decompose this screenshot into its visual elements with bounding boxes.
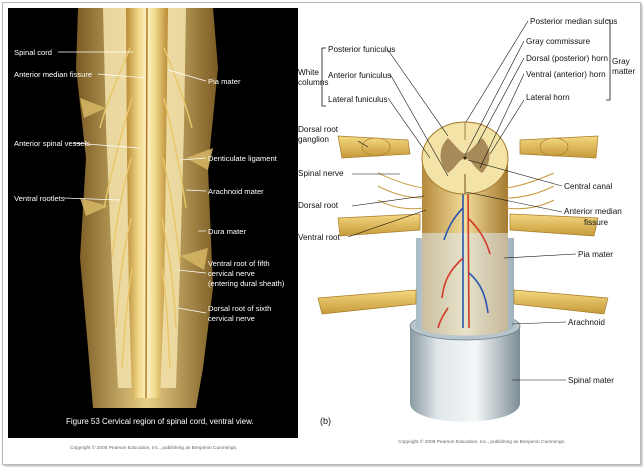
label-lateral-horn: Lateral horn	[526, 93, 570, 102]
label-spinal-mater: Spinal mater	[568, 376, 614, 385]
pia-overlay	[422, 233, 508, 336]
rootlet-fans	[377, 172, 555, 210]
spinal-nerves-left	[317, 135, 421, 315]
right-copyright: Copyright © 2008 Pearson Education, Inc.…	[398, 440, 566, 445]
label-gray-commissure: Gray commissure	[526, 37, 591, 46]
panel-letter: (b)	[320, 416, 331, 426]
spinal-nerves-right	[509, 135, 609, 315]
label-posterior-funiculus: Posterior funiculus	[328, 45, 395, 54]
label-anterior-median-fissure: Anterior median fissure	[14, 70, 92, 79]
label-pia-mater: Pia mater	[208, 77, 241, 86]
cadaver-photo: Spinal cord Anterior median fissure Ante…	[14, 7, 285, 426]
left-copyright: Copyright © 2008 Pearson Education, Inc.…	[70, 446, 238, 451]
label-matter: matter	[612, 67, 635, 76]
white-columns-bracket	[321, 47, 326, 107]
label-central-canal: Central canal	[564, 182, 612, 191]
label-spinal-cord: Spinal cord	[14, 48, 52, 57]
denticulate-ligaments	[80, 98, 213, 270]
label-posterior-median-sulcus: Posterior median sulcus	[530, 17, 617, 26]
spinal-cord-illustration: White columns Posterior funiculus Anteri…	[298, 17, 635, 426]
rootlets	[99, 47, 193, 369]
label-anterior-median-2: fissure	[584, 218, 609, 227]
label-ventral-rootlets: Ventral rootlets	[14, 194, 65, 203]
label-dorsal-root-ganglion-1: Dorsal root	[298, 125, 339, 134]
label-cervical-nerve-1: cervical nerve	[208, 269, 255, 278]
label-white: White	[298, 68, 319, 77]
label-entering-dural-sheath: (entering dural sheath)	[208, 279, 285, 288]
photo-pointer-lines	[58, 51, 207, 314]
label-pia-mater-illus: Pia mater	[578, 250, 613, 259]
anterior-median-fissure	[145, 7, 148, 399]
blood-vessels	[437, 187, 491, 329]
figure-caption: Figure 53 Cervical region of spinal cord…	[66, 417, 254, 426]
label-gray: Gray	[612, 57, 631, 66]
label-dorsal-root-ganglion-2: ganglion	[298, 135, 329, 144]
label-columns: columns	[298, 78, 329, 87]
cadaver-photo-panel: Spinal cord Anterior median fissure Ante…	[8, 7, 298, 438]
spinal-dura-mater	[410, 326, 520, 422]
gray-matter-bracket	[606, 19, 611, 101]
label-denticulate-ligament: Denticulate ligament	[208, 154, 278, 163]
illus-pointer-lines	[347, 20, 577, 381]
label-dura-mater: Dura mater	[208, 227, 246, 236]
illustration-panel: White columns Posterior funiculus Anteri…	[298, 8, 638, 438]
label-anterior-funiculus: Anterior funiculus	[328, 71, 391, 80]
label-anterior-spinal-vessels: Anterior spinal vessels	[14, 139, 90, 148]
label-arachnoid: Arachnoid	[568, 318, 605, 327]
label-cervical-nerve-2: cervical nerve	[208, 314, 255, 323]
cross-section-gray-matter	[440, 138, 490, 173]
label-dorsal-root: Dorsal root	[298, 201, 339, 210]
label-ventral-horn: Ventral (anterior) horn	[526, 70, 606, 79]
label-ventral-root: Ventral root	[298, 233, 341, 242]
label-dorsal-horn: Dorsal (posterior) horn	[526, 54, 608, 63]
label-spinal-nerve: Spinal nerve	[298, 169, 344, 178]
central-canal	[463, 156, 467, 160]
label-dorsal-root-sixth: Dorsal root of sixth	[208, 304, 271, 313]
label-anterior-median-1: Anterior median	[564, 207, 622, 216]
label-lateral-funiculus: Lateral funiculus	[328, 95, 388, 104]
label-ventral-root-fifth: Ventral root of fifth	[208, 259, 270, 268]
label-arachnoid-mater: Arachnoid mater	[208, 187, 264, 196]
